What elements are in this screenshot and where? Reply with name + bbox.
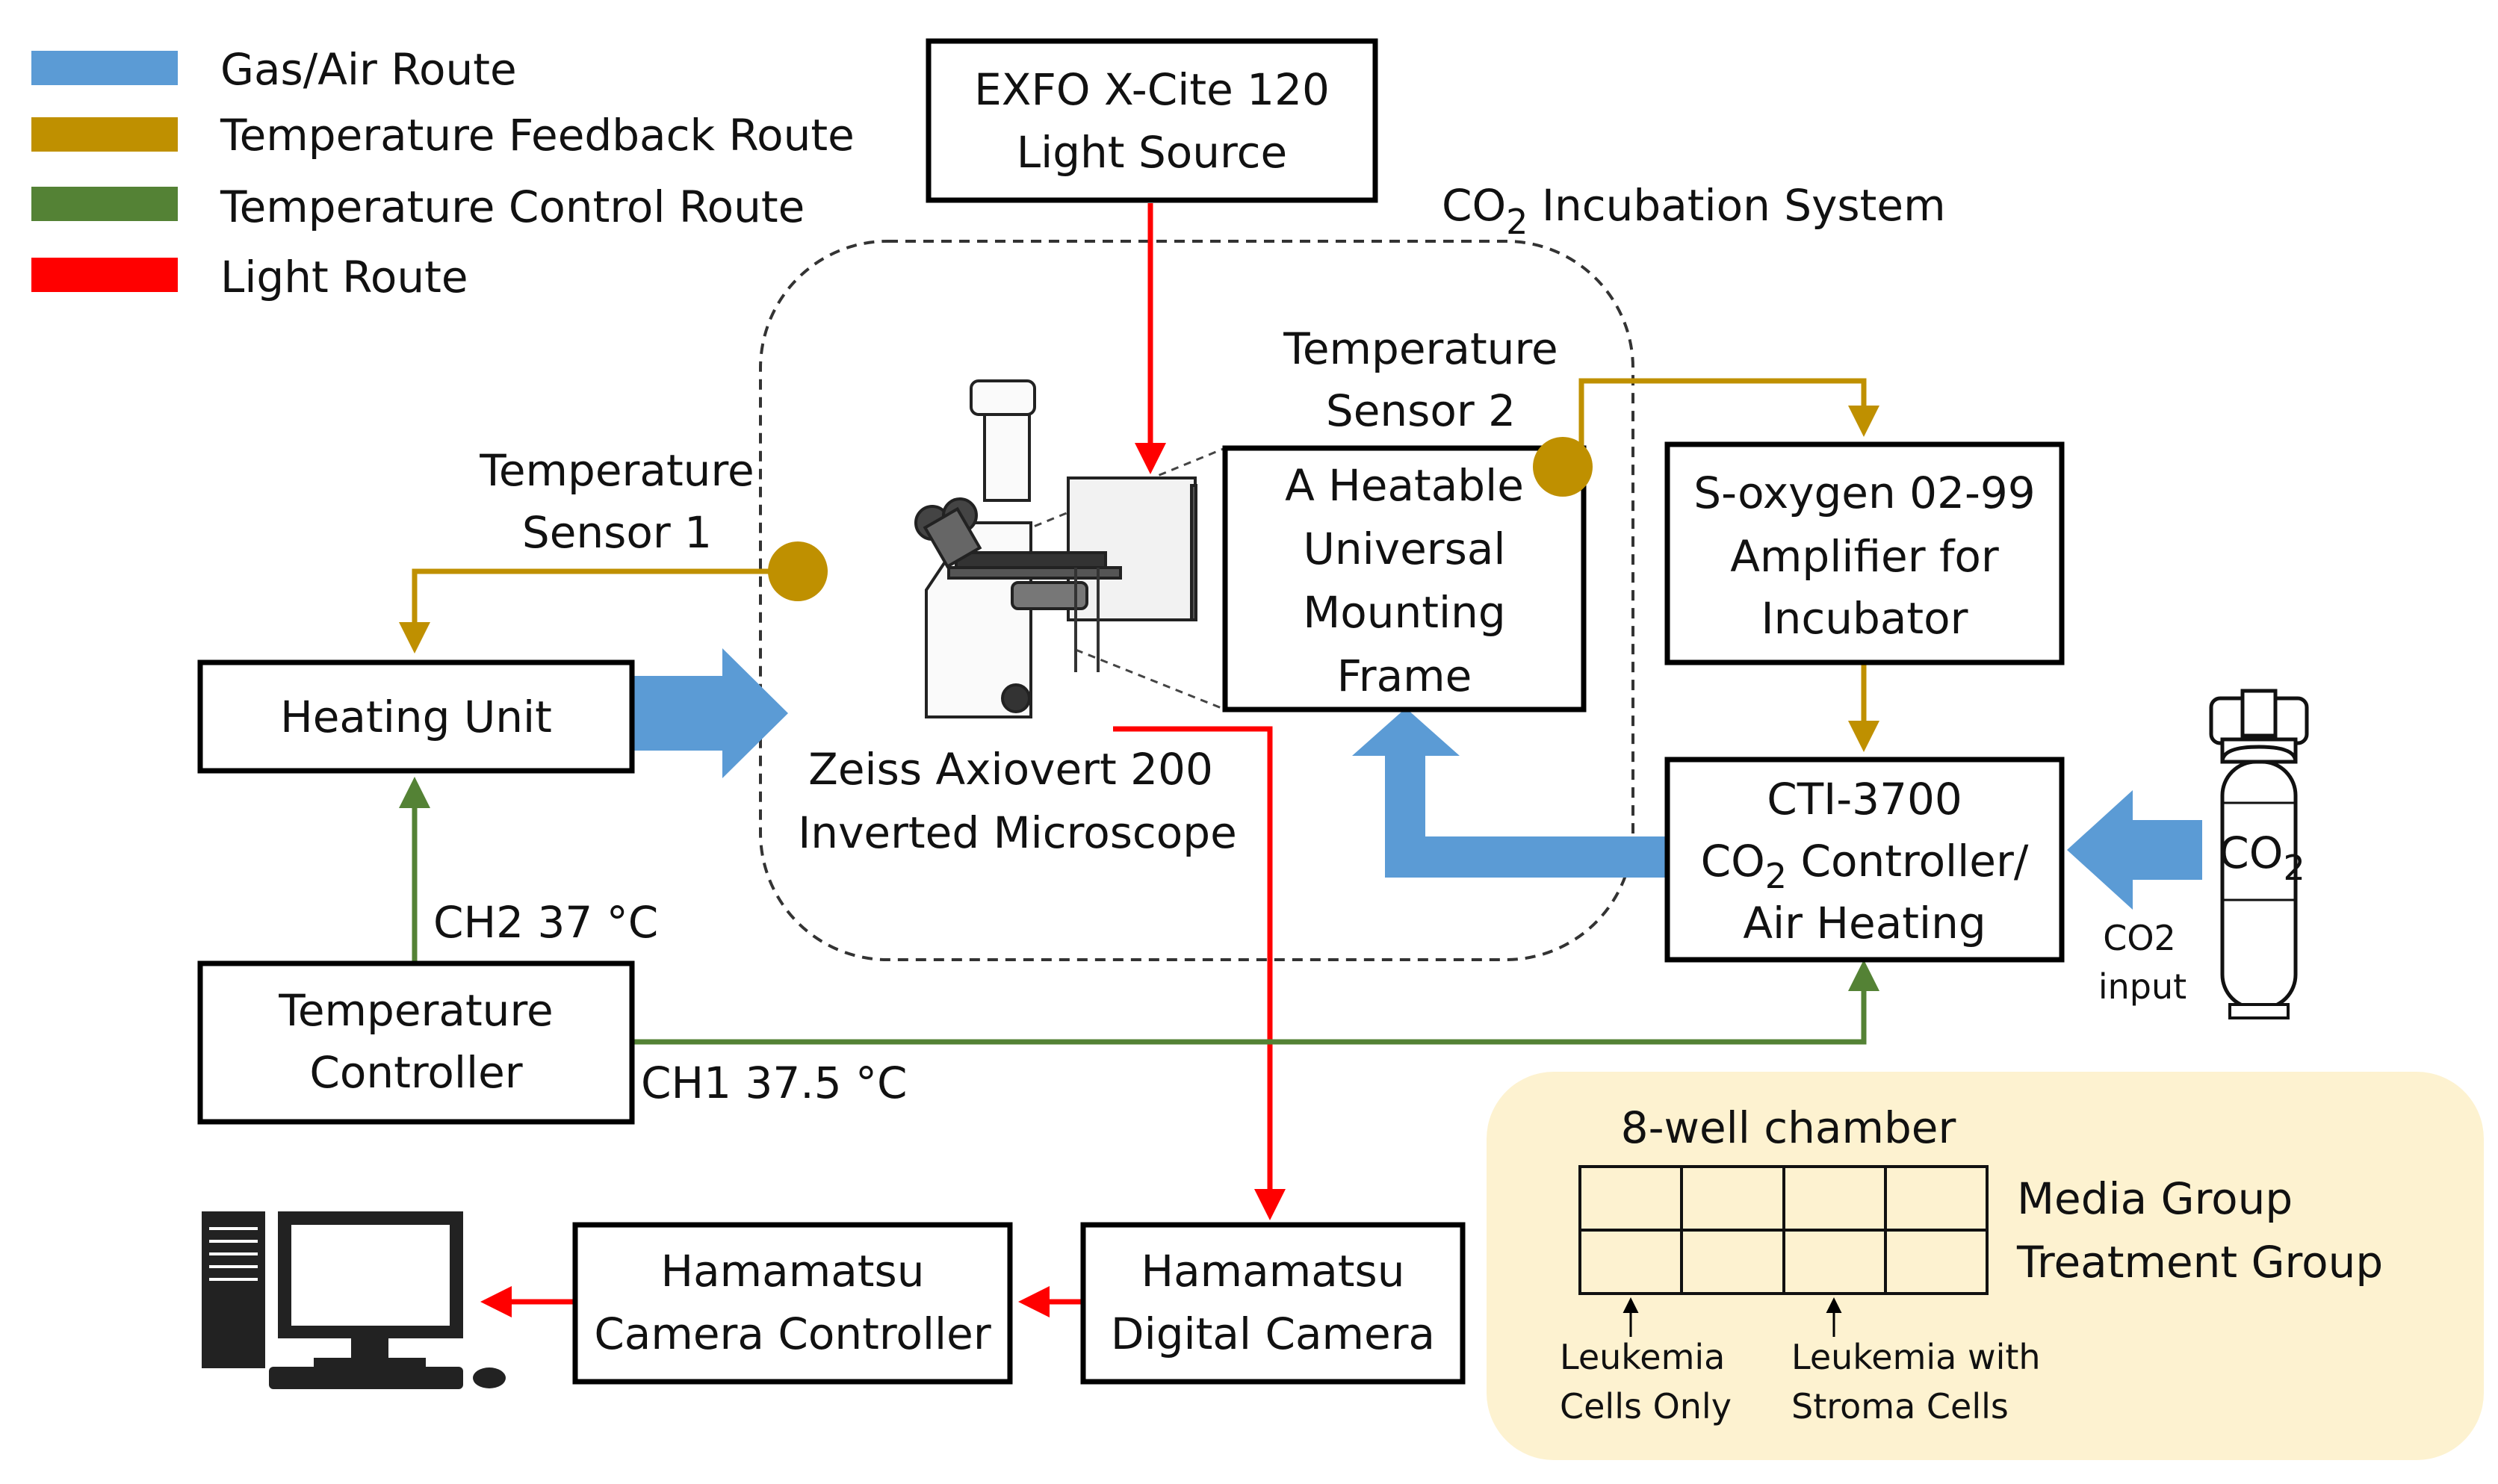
cti-line-3: Air Heating <box>1743 898 1986 949</box>
chamber-inset-background <box>1487 1072 2484 1460</box>
node-cti-controller: CTI-3700 CO2 Controller/ Air Heating <box>1664 757 2065 963</box>
legend-label-control: Temperature Control Route <box>220 181 805 232</box>
sensor2-label-line-2: Sensor 2 <box>1326 385 1516 436</box>
node-heating-unit: Heating Unit <box>197 659 635 774</box>
amplifier-line-2: Amplifier for <box>1730 531 1999 582</box>
annotation-stroma-line-1: Leukemia with <box>1791 1337 2041 1377</box>
chamber-inset: 8-well chamber Media Group Treatment Gro… <box>1487 1072 2484 1460</box>
light-route-microscope-to-camera <box>1113 726 1286 1220</box>
temp-controller-line-1: Temperature <box>278 985 553 1036</box>
node-mounting-frame: A Heatable Universal Mounting Frame <box>1222 445 1587 712</box>
microscope-label-line-1: Zeiss Axiovert 200 <box>808 744 1213 795</box>
microscope-label-line-2: Inverted Microscope <box>798 807 1237 858</box>
legend-swatch-control <box>31 187 178 221</box>
annotation-cells-only-line-1: Leukemia <box>1560 1337 1725 1377</box>
sensor2-label-line-1: Temperature <box>1283 323 1558 374</box>
light-source-line-2: Light Source <box>1017 127 1287 178</box>
chamber-row-treatment: Treatment Group <box>2016 1237 2383 1288</box>
legend: Gas/Air Route Temperature Feedback Route… <box>31 44 855 302</box>
incubation-label: CO2 Incubation System <box>1442 180 1946 242</box>
camera-controller-line-2: Camera Controller <box>594 1308 991 1359</box>
control-route-ch1-to-controller <box>631 960 1879 1045</box>
light-source-line-1: EXFO X-Cite 120 <box>974 64 1330 115</box>
amplifier-line-1: S-oxygen 02-99 <box>1693 468 2035 518</box>
legend-swatch-gas <box>31 51 178 85</box>
ch2-label: CH2 37 °C <box>433 897 658 948</box>
amplifier-line-3: Incubator <box>1761 593 1968 644</box>
gas-arrow-controller-to-frame <box>1352 708 1667 878</box>
digital-camera-line-1: Hamamatsu <box>1141 1246 1405 1297</box>
mounting-frame-line-3: Mounting <box>1303 587 1505 638</box>
sensor2-dot <box>1533 437 1593 497</box>
chamber-row-media: Media Group <box>2017 1173 2293 1224</box>
node-digital-camera: Hamamatsu Digital Camera <box>1080 1222 1466 1385</box>
cti-line-2: CO2 Controller/ <box>1701 836 2029 896</box>
legend-label-light: Light Route <box>220 252 468 302</box>
ch1-label: CH1 37.5 °C <box>641 1058 908 1108</box>
gas-arrow-co2-input <box>2067 790 2202 910</box>
annotation-stroma-line-2: Stroma Cells <box>1791 1386 2009 1426</box>
digital-camera-line-2: Digital Camera <box>1111 1308 1435 1359</box>
microscope-icon <box>914 379 1197 718</box>
mounting-frame-line-4: Frame <box>1337 651 1472 701</box>
gas-cylinder-icon: CO2 <box>2209 689 2309 1019</box>
temp-controller-line-2: Controller <box>309 1047 522 1098</box>
co2-tank-label: CO2 <box>2219 828 2305 888</box>
legend-swatch-feedback <box>31 117 178 152</box>
computer-icon <box>202 1211 506 1389</box>
annotation-cells-only-line-2: Cells Only <box>1560 1386 1732 1426</box>
sensor1-label-line-1: Temperature <box>479 445 754 496</box>
sensor1-label-line-2: Sensor 1 <box>522 507 712 558</box>
co2-input-line-1: CO2 <box>2103 918 2176 958</box>
node-camera-controller: Hamamatsu Camera Controller <box>572 1222 1013 1385</box>
node-light-source: EXFO X-Cite 120 Light Source <box>926 38 1378 203</box>
sensor1-dot <box>768 541 828 601</box>
legend-label-feedback: Temperature Feedback Route <box>220 110 855 161</box>
gas-arrow-heating-to-incubator <box>631 648 788 778</box>
chamber-grid <box>1578 1165 1989 1295</box>
chamber-title: 8-well chamber <box>1621 1102 1956 1153</box>
cti-line-1: CTI-3700 <box>1767 774 1962 825</box>
co2-input-line-2: input <box>2098 966 2186 1007</box>
camera-controller-line-1: Hamamatsu <box>661 1246 925 1297</box>
incubation-boundary <box>759 240 1634 961</box>
feedback-route-sensor1-to-heating <box>399 568 798 653</box>
node-temperature-controller: Temperature Controller <box>197 960 635 1125</box>
mounting-frame-line-2: Universal <box>1303 524 1505 574</box>
mounting-frame-line-1: A Heatable <box>1285 460 1524 511</box>
legend-swatch-light <box>31 258 178 292</box>
legend-label-gas: Gas/Air Route <box>220 44 517 95</box>
heating-unit-label: Heating Unit <box>280 692 552 742</box>
node-amplifier: S-oxygen 02-99 Amplifier for Incubator <box>1664 441 2065 665</box>
